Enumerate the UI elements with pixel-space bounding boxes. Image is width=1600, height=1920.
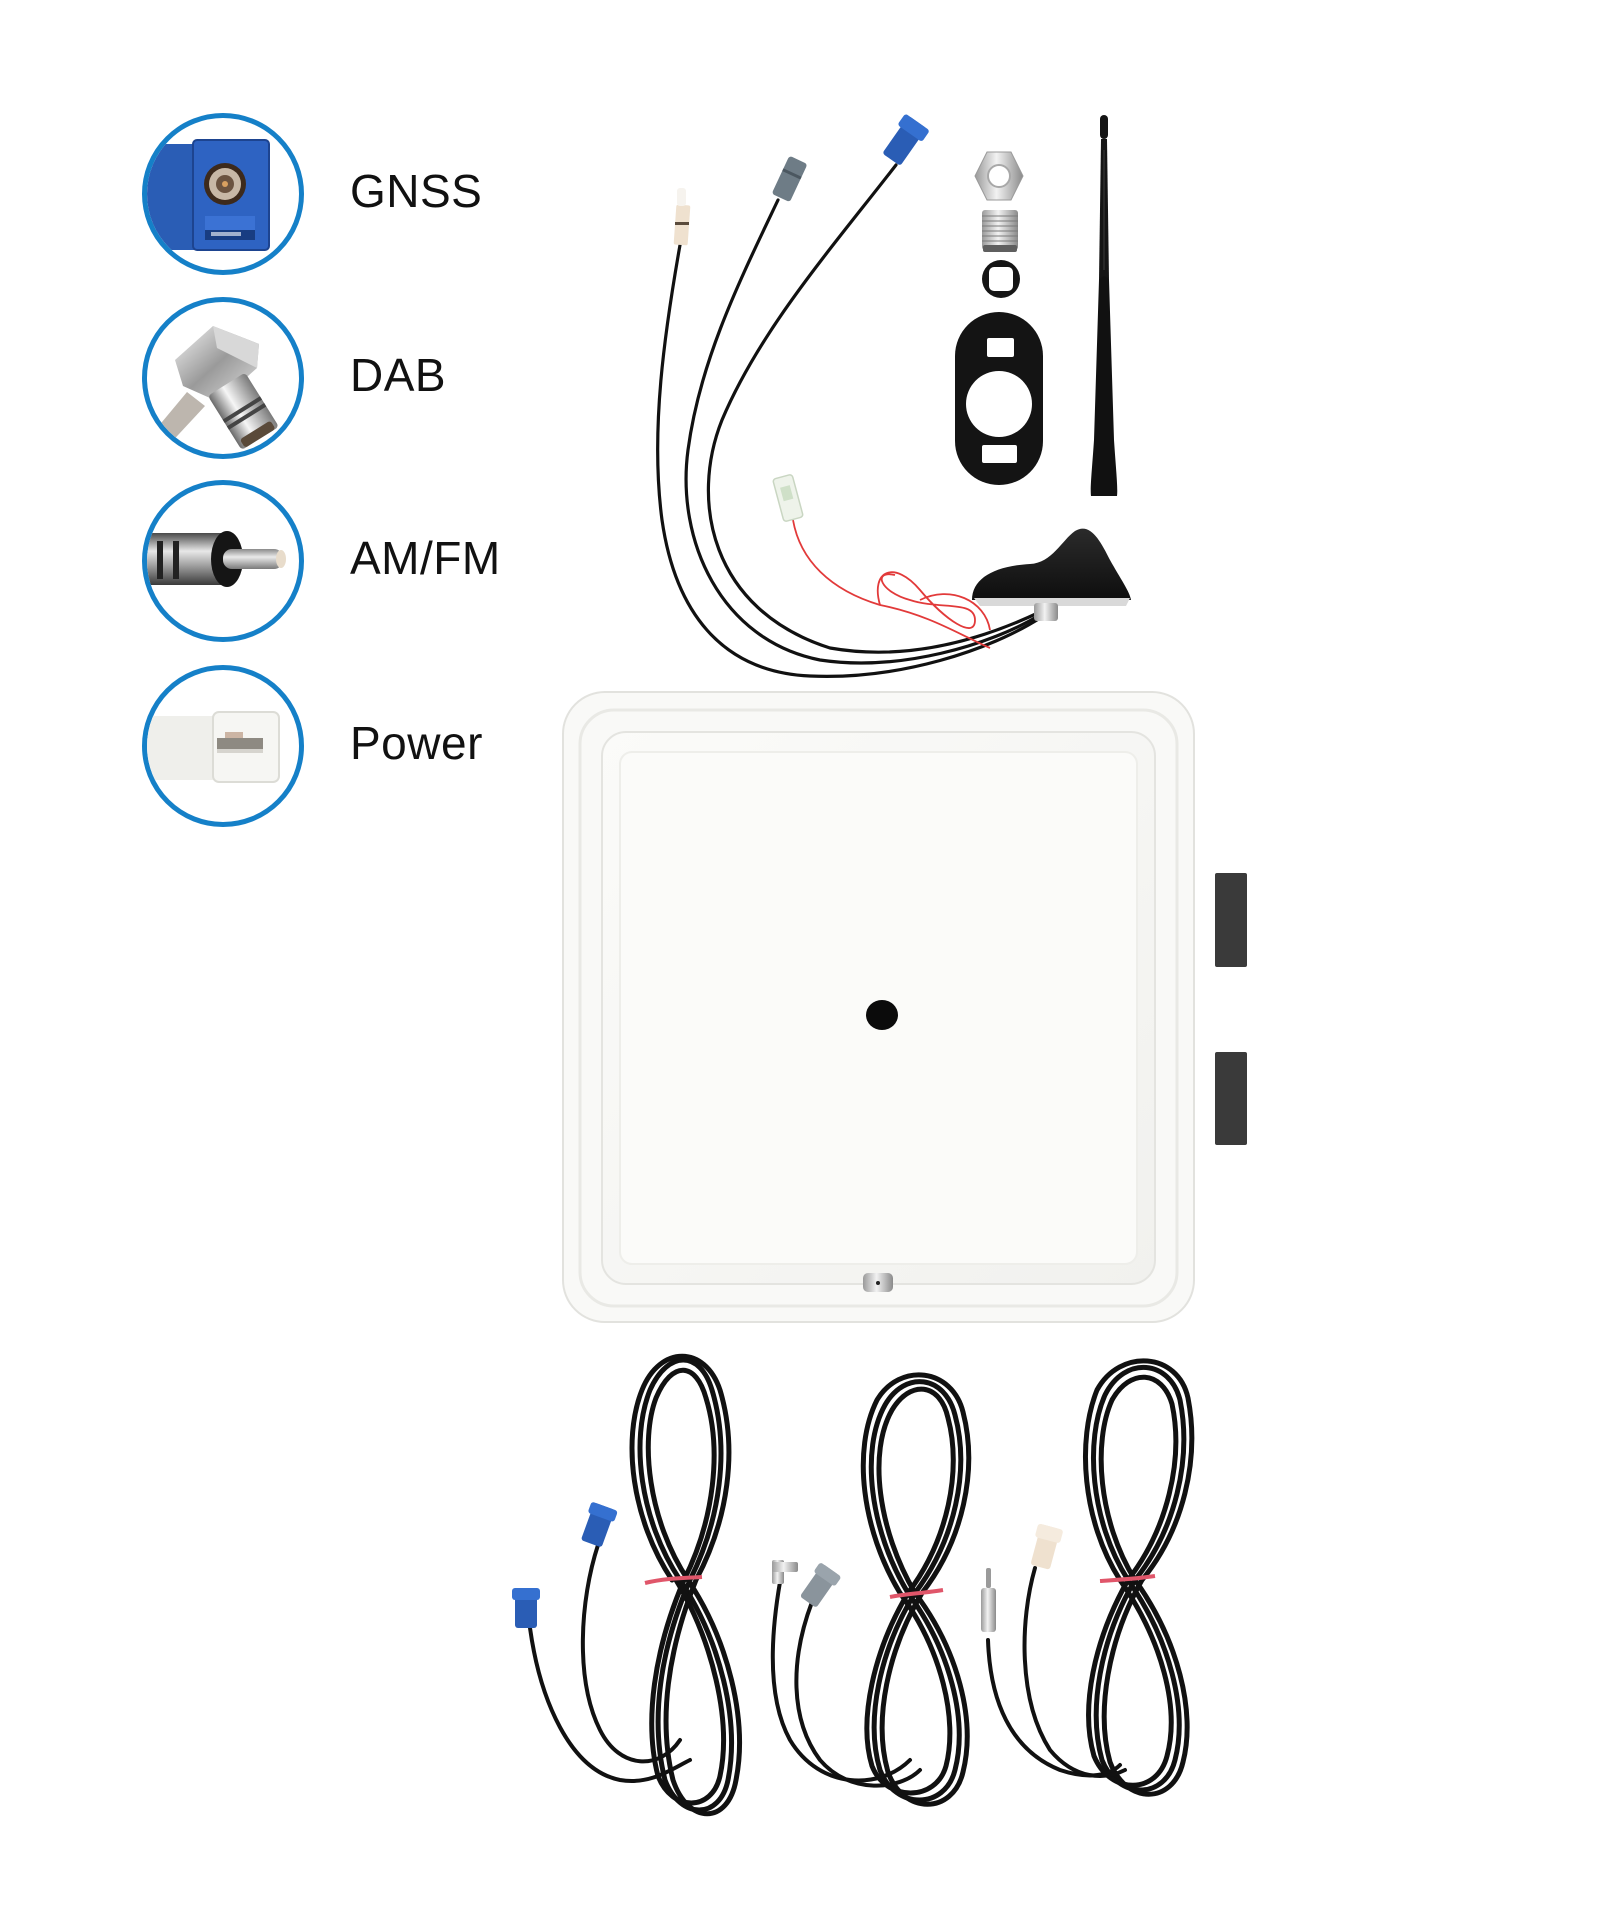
legend-label: Power <box>350 717 483 769</box>
legend-item-power: Power <box>142 665 542 829</box>
cable-tie-band <box>1099 1574 1156 1583</box>
hex-nut <box>974 151 1024 201</box>
fakra-blue-connector-icon <box>147 139 270 251</box>
fakra-beige-connector-icon <box>673 188 691 246</box>
cable-dab <box>684 198 1042 665</box>
smb-angled-connector-icon <box>147 326 278 454</box>
din-plug-connector-icon <box>981 1568 996 1632</box>
roof-cables <box>656 163 1042 678</box>
legend-label: AM/FM <box>350 532 501 584</box>
fakra-beige-connector-icon <box>1031 1523 1063 1570</box>
antenna-rod <box>1090 115 1118 496</box>
fakra-gray-connector-icon <box>772 156 807 202</box>
foam-pads <box>1215 873 1247 1145</box>
power-wire <box>792 519 991 649</box>
fakra-blue-connector-icon <box>512 1588 540 1628</box>
fakra-gray-connector-icon <box>800 1563 841 1607</box>
legend-label: DAB <box>350 349 447 401</box>
legend-item-gnss: GNSS <box>142 113 542 277</box>
fakra-blue-connector-icon <box>581 1502 618 1547</box>
legend-ring <box>142 297 304 459</box>
din-plug-connector-icon <box>147 531 286 587</box>
power-connector-icon <box>772 474 804 522</box>
legend-ring <box>142 665 304 827</box>
legend-ring <box>142 480 304 642</box>
white-ground-plate <box>562 691 1195 1323</box>
cable-amfm <box>656 243 1042 678</box>
oval-rubber-gasket <box>955 312 1043 485</box>
legend-item-amfm: AM/FM <box>142 480 542 644</box>
smb-angled-connector-icon <box>772 1560 798 1584</box>
extension-cable-amfm <box>986 1358 1195 1797</box>
cable-gnss <box>706 163 1042 654</box>
shark-fin-antenna-base <box>972 528 1131 621</box>
legend-label: GNSS <box>350 165 483 217</box>
square-gasket-ring <box>982 260 1020 298</box>
legend-ring <box>142 113 304 275</box>
cable-tie-band <box>889 1588 944 1599</box>
threaded-bushing <box>982 210 1018 252</box>
extension-cable-gnss <box>528 1353 742 1817</box>
legend-item-dab: DAB <box>142 297 542 461</box>
fakra-blue-connector-icon <box>883 114 929 165</box>
cable-tie-band <box>644 1575 703 1585</box>
power-plug-connector-icon <box>147 711 280 783</box>
